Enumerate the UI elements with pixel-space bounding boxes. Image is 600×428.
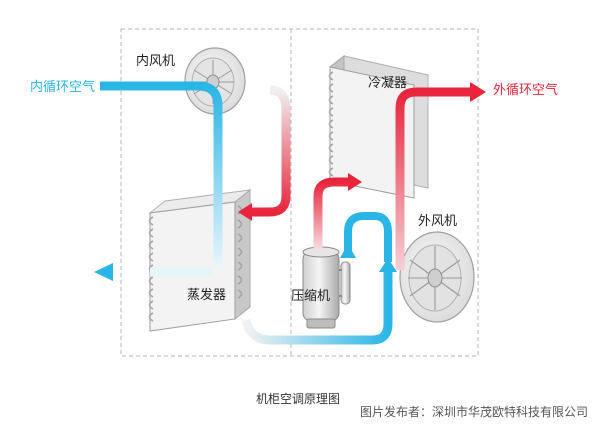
outer-fan-label: 外风机: [418, 214, 458, 229]
outer-air-flow: [395, 82, 490, 280]
compressor-icon: [302, 246, 351, 329]
compressor-label: 压缩机: [291, 289, 331, 304]
condenser-label: 冷凝器: [368, 76, 408, 91]
inner-air-flow: [94, 81, 223, 281]
refrigerant-loop: [238, 85, 397, 345]
publisher-credit: 图片发布者：深圳市华茂欧特科技有限公司: [359, 405, 588, 419]
diagram-caption: 机柜空调原理图: [256, 392, 341, 406]
inner-fan-icon: [184, 47, 246, 115]
evaporator-label: 蒸发器: [187, 288, 227, 303]
cabinet-outline: [120, 28, 479, 357]
outer-air-label: 外循环空气: [493, 83, 559, 98]
evaporator-coil: [148, 188, 252, 332]
inner-fan-label: 内风机: [136, 54, 176, 69]
inner-air-label: 内循环空气: [30, 80, 96, 95]
